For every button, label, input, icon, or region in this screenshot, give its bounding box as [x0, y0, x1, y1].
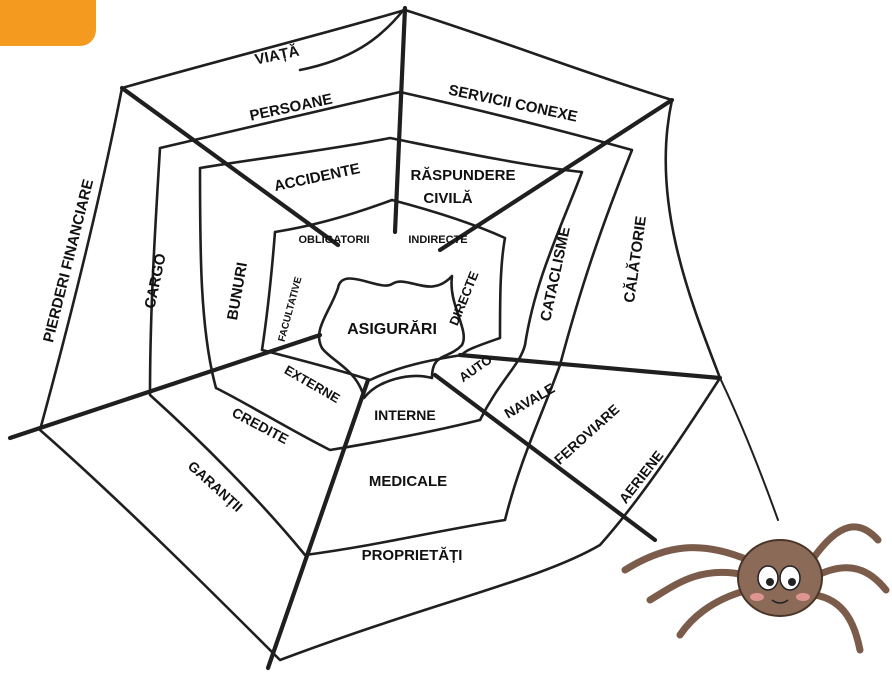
- web-labels: ASIGURĂRI OBLIGATORII INDIRECTE DIRECTE …: [40, 43, 666, 564]
- label-obligatorii: OBLIGATORII: [298, 234, 369, 246]
- label-indirecte: INDIRECTE: [408, 234, 467, 246]
- hub-ring: [317, 274, 465, 400]
- label-feroviare: FEROVIARE: [551, 401, 622, 468]
- label-cargo: CARGO: [141, 252, 169, 310]
- web-spokes: [7, 5, 723, 671]
- spoke-bottom-right: [432, 372, 658, 543]
- spoke-top: [392, 5, 408, 235]
- label-center: ASIGURĂRI: [347, 319, 437, 338]
- label-aeriene: AERIENE: [616, 447, 667, 506]
- label-calatorie: CĂLĂTORIE: [621, 215, 650, 304]
- spider-left-eye: [757, 565, 779, 591]
- web-ring-4: [38, 8, 722, 662]
- label-persoane: PERSOANE: [248, 91, 334, 125]
- web-ring-5: [298, 6, 407, 72]
- spider-right-eye: [779, 565, 801, 591]
- label-bunuri: BUNURI: [224, 261, 251, 321]
- label-accidente: ACCIDENTE: [272, 160, 361, 195]
- spoke-upper-right: [437, 97, 675, 253]
- web-ring-1: [260, 198, 507, 382]
- label-interne: INTERNE: [374, 407, 435, 423]
- label-raspundere-1: RĂSPUNDERE: [410, 167, 515, 184]
- orange-badge: !: [0, 0, 96, 46]
- label-medicale: MEDICALE: [369, 473, 447, 490]
- spider-smile: [771, 599, 789, 604]
- spider: [621, 523, 890, 654]
- label-facultative: FACULTATIVE: [277, 275, 305, 343]
- spider-legs: [621, 523, 890, 654]
- spoke-upper-left: [119, 85, 341, 248]
- spoke-bottom-left: [265, 377, 371, 671]
- web-ring-3: [148, 90, 634, 557]
- label-proprietati: PROPRIETĂȚI: [362, 547, 463, 564]
- label-raspundere-2: CIVILĂ: [423, 190, 472, 207]
- label-garantii: GARANȚII: [185, 458, 246, 515]
- label-navale: NAVALE: [501, 380, 557, 422]
- web-ring-2: [198, 136, 584, 452]
- spider-thread: [719, 377, 779, 521]
- label-viata: VIAȚĂ: [253, 43, 301, 69]
- spoke-right: [457, 352, 723, 381]
